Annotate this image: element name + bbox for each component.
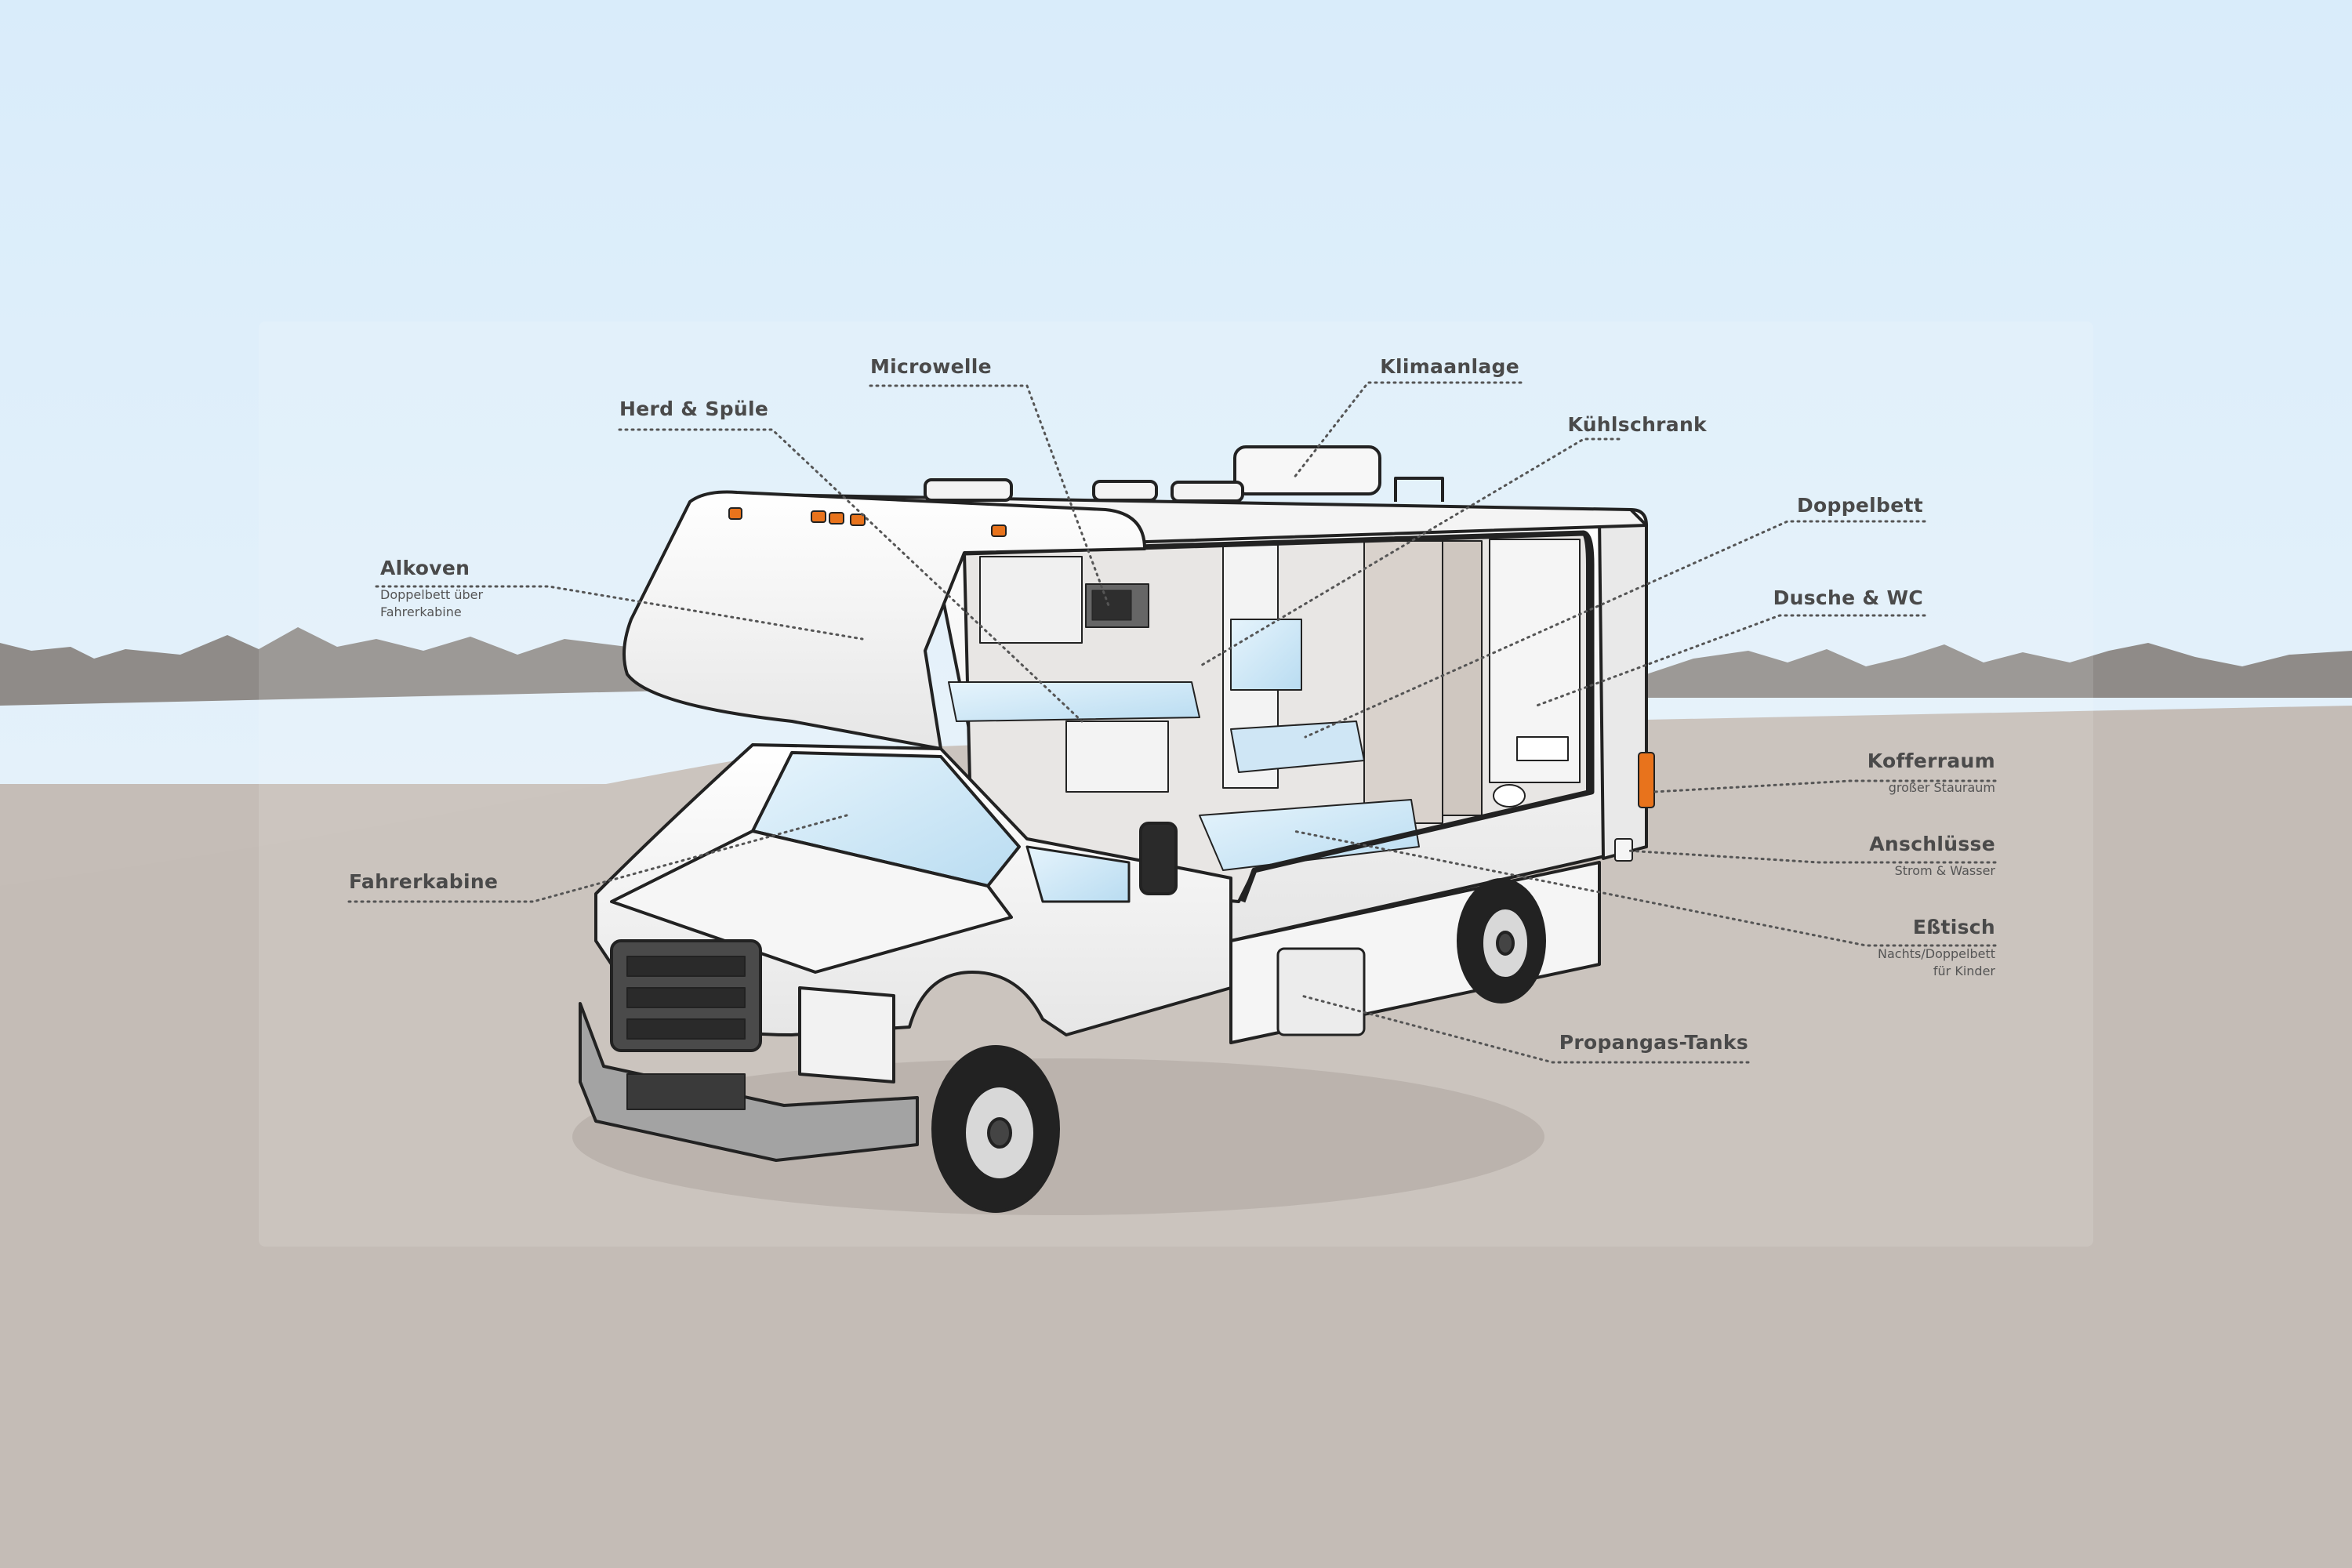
upper-cabinets bbox=[979, 556, 1083, 644]
label-anschluesse: Anschlüsse Strom & Wasser bbox=[1869, 833, 1995, 880]
interior-window bbox=[1230, 619, 1302, 691]
label-dusche-title: Dusche & WC bbox=[1773, 586, 1923, 609]
utility-box bbox=[1614, 838, 1633, 862]
leader-dusche bbox=[1535, 614, 1926, 707]
label-doppelbett-title: Doppelbett bbox=[1797, 494, 1923, 517]
leader-alkoven bbox=[375, 585, 864, 641]
leader-esstisch bbox=[1292, 829, 1997, 947]
label-kuehlschrank: Kühlschrank bbox=[1567, 413, 1707, 437]
ground bbox=[0, 706, 2352, 1568]
front-wheel bbox=[931, 1045, 1060, 1213]
roof-vent-3 bbox=[1171, 481, 1244, 503]
windshield bbox=[751, 751, 1021, 887]
leader-lines bbox=[347, 381, 1997, 1064]
label-fahrerkabine-title: Fahrerkabine bbox=[349, 870, 499, 893]
microwave-door bbox=[1091, 590, 1132, 621]
label-esstisch-title: Eßtisch bbox=[1912, 916, 1995, 938]
mountains-left bbox=[0, 627, 706, 706]
headlight bbox=[798, 986, 895, 1083]
label-kuehlschrank-title: Kühlschrank bbox=[1567, 413, 1707, 436]
storage-hatch bbox=[1276, 947, 1366, 1036]
cutaway-edge bbox=[964, 530, 1595, 903]
alcove bbox=[622, 490, 1146, 750]
label-herd-title: Herd & Spüle bbox=[619, 397, 769, 420]
label-fahrerkabine: Fahrerkabine bbox=[349, 870, 498, 894]
label-kofferraum: Kofferraum großer Stauraum bbox=[1867, 750, 1995, 797]
label-kofferraum-sub: großer Stauraum bbox=[1888, 780, 1995, 795]
marker-light-4 bbox=[850, 514, 866, 526]
leader-doppelbett bbox=[1304, 520, 1926, 739]
rear-wheel bbox=[1457, 878, 1546, 1004]
label-esstisch: Eßtisch Nachts/Doppelbett für Kinder bbox=[1878, 916, 1995, 979]
label-doppelbett: Doppelbett bbox=[1797, 494, 1923, 517]
marker-light-1 bbox=[728, 507, 742, 520]
marker-light-5 bbox=[991, 524, 1007, 537]
label-kofferraum-title: Kofferraum bbox=[1867, 750, 1995, 772]
label-klimaanlage: Klimaanlage bbox=[1380, 355, 1519, 379]
roof-vent-1 bbox=[924, 478, 1013, 502]
label-alkoven-sub: Doppelbett über Fahrerkabine bbox=[380, 587, 484, 619]
rear-light bbox=[1638, 752, 1655, 808]
label-propangas-title: Propangas-Tanks bbox=[1559, 1031, 1748, 1054]
label-propangas: Propangas-Tanks bbox=[1559, 1031, 1748, 1054]
side-window bbox=[1025, 845, 1131, 903]
roof-vent-2 bbox=[1092, 480, 1158, 502]
label-alkoven: Alkoven Doppelbett über Fahrerkabine bbox=[380, 557, 483, 620]
leader-anschluesse bbox=[1625, 849, 1997, 864]
marker-light-3 bbox=[829, 512, 844, 524]
marker-light-2 bbox=[811, 510, 826, 523]
label-anschluesse-sub: Strom & Wasser bbox=[1894, 863, 1995, 878]
kitchen-counter bbox=[948, 681, 1200, 722]
grille-slot-2 bbox=[626, 987, 746, 1008]
wash-basin bbox=[1516, 736, 1569, 761]
label-microwelle: Microwelle bbox=[870, 355, 992, 379]
side-mirror bbox=[1139, 822, 1178, 895]
leader-microwelle bbox=[869, 384, 1111, 609]
double-bed bbox=[1230, 720, 1365, 773]
license-plate bbox=[626, 1073, 746, 1110]
grille-slot-3 bbox=[626, 1018, 746, 1040]
label-herd: Herd & Spüle bbox=[619, 397, 768, 421]
label-anschluesse-title: Anschlüsse bbox=[1869, 833, 1995, 855]
grille-slot-1 bbox=[626, 956, 746, 977]
stove bbox=[1065, 720, 1169, 793]
wall-panel-2 bbox=[1363, 540, 1443, 824]
label-esstisch-sub: Nachts/Doppelbett für Kinder bbox=[1878, 946, 1995, 978]
leader-propangas bbox=[1300, 994, 1750, 1064]
ladder-rail bbox=[1394, 477, 1444, 502]
mountains-right bbox=[1646, 643, 2352, 698]
leader-kofferraum bbox=[1653, 779, 1997, 793]
label-klimaanlage-title: Klimaanlage bbox=[1380, 355, 1519, 378]
ac-unit bbox=[1233, 445, 1381, 495]
label-alkoven-title: Alkoven bbox=[380, 557, 470, 579]
leader-klimaanlage bbox=[1292, 381, 1523, 480]
toilet bbox=[1493, 784, 1526, 808]
label-microwelle-title: Microwelle bbox=[870, 355, 992, 378]
wall-panel-3 bbox=[1442, 540, 1483, 816]
leader-kuehlschrank bbox=[1198, 437, 1621, 668]
camper bbox=[579, 445, 1655, 1213]
leader-herd bbox=[618, 428, 1083, 723]
label-dusche: Dusche & WC bbox=[1773, 586, 1923, 610]
leader-fahrerkabine bbox=[347, 814, 848, 903]
hood bbox=[610, 829, 1013, 974]
